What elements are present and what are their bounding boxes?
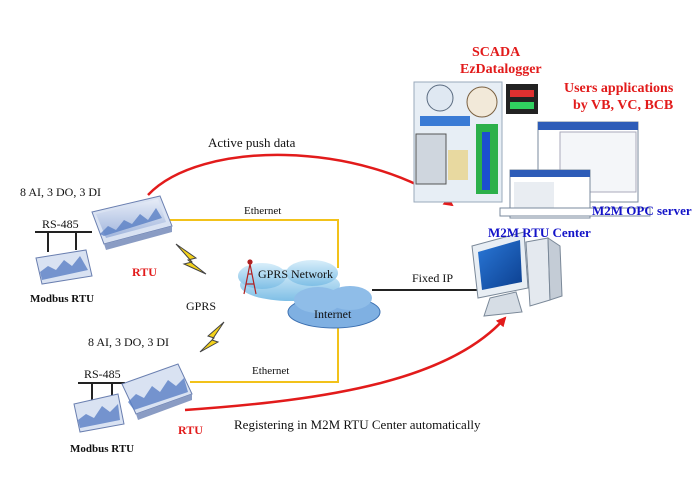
rtu-device-bottom bbox=[121, 363, 193, 420]
m2m-rtu-center-label: M2M RTU Center bbox=[488, 225, 591, 240]
io-spec-top-label: 8 AI, 3 DO, 3 DI bbox=[20, 185, 101, 199]
m2m-rtu-center-pc-icon bbox=[471, 231, 563, 317]
gprs-label: GPRS bbox=[186, 299, 217, 313]
internet-label: Internet bbox=[314, 307, 352, 321]
cell-tower-icon bbox=[243, 259, 257, 295]
modbus-rtu-bottom-label: Modbus RTU bbox=[70, 443, 135, 455]
active-push-arrow bbox=[147, 153, 454, 207]
io-spec-bottom-label: 8 AI, 3 DO, 3 DI bbox=[88, 335, 169, 349]
rtu-top-label: RTU bbox=[132, 265, 157, 279]
ethernet-line-bottom bbox=[190, 318, 339, 383]
gprs-network-label: GPRS Network bbox=[258, 267, 334, 281]
users-applications-label: Users applications bbox=[564, 81, 674, 96]
ethernet-line-top bbox=[170, 219, 339, 268]
fixed-ip-label: Fixed IP bbox=[412, 271, 454, 285]
user-applications-collage bbox=[499, 121, 651, 219]
internet-cloud bbox=[287, 286, 381, 329]
ethernet-bottom-label: Ethernet bbox=[252, 365, 290, 377]
scada-label: SCADA bbox=[472, 45, 521, 60]
scada-software-collage bbox=[413, 81, 538, 203]
ethernet-top-label: Ethernet bbox=[244, 205, 282, 217]
rs485-bus-top bbox=[35, 231, 92, 252]
registering-arrow bbox=[184, 316, 507, 412]
ethernet-lines bbox=[170, 219, 339, 383]
registering-label: Registering in M2M RTU Center automatica… bbox=[234, 417, 481, 432]
modbus-rtu-device-top bbox=[35, 249, 93, 285]
m2m-opc-server-label: M2M OPC server bbox=[592, 203, 692, 218]
rs485-bottom-label: RS-485 bbox=[84, 367, 121, 381]
users-applications-sub-label: by VB, VC, BCB bbox=[573, 98, 674, 113]
active-push-label: Active push data bbox=[208, 135, 296, 150]
modbus-rtu-device-bottom bbox=[73, 393, 125, 433]
rs485-top-label: RS-485 bbox=[42, 217, 79, 231]
wireless-bolt-bottom bbox=[199, 321, 225, 353]
rtu-bottom-label: RTU bbox=[178, 423, 203, 437]
wireless-bolt-top bbox=[175, 243, 207, 275]
rtu-device-top bbox=[91, 195, 173, 250]
ezdatalogger-label: EzDatalogger bbox=[460, 62, 542, 77]
modbus-rtu-top-label: Modbus RTU bbox=[30, 293, 95, 305]
